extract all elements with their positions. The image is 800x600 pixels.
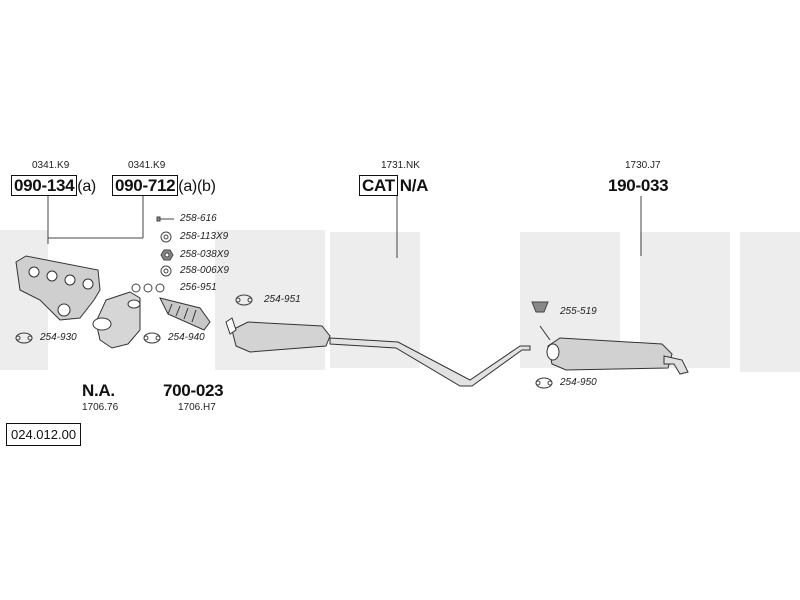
small-part-label: 255-519 — [560, 306, 597, 317]
part-ref-0341k9-b: 0341.K9 — [128, 160, 166, 171]
gasket-icon — [535, 377, 553, 389]
part-number: 090-712 — [112, 175, 179, 196]
washer-icon — [160, 231, 172, 243]
spring-washer-icon — [160, 265, 172, 277]
flex-pipe — [159, 297, 211, 331]
small-part-label: 258-113X9 — [180, 231, 229, 242]
part-090-712[interactable]: 090-712(a)(b) — [112, 175, 216, 196]
clamp-ring-icon — [131, 283, 165, 293]
part-number: 190-033 — [608, 176, 669, 195]
small-part-label: 258-006X9 — [180, 265, 229, 276]
small-part-label: 258-616 — [180, 213, 217, 224]
rear-muffler — [539, 325, 689, 375]
part-na[interactable]: N.A. — [82, 381, 115, 400]
part-190-033[interactable]: 190-033 — [608, 176, 669, 196]
downpipe-elbow — [92, 291, 141, 349]
small-part-label: 254-930 — [40, 332, 77, 343]
part-ref-1731nk: 1731.NK — [381, 160, 420, 171]
part-ref-1706-h7: 1706.H7 — [178, 402, 216, 413]
part-ref-1706-76: 1706.76 — [82, 402, 119, 413]
part-number: 090-134 — [11, 175, 78, 196]
part-suffix: (a)(b) — [178, 178, 216, 195]
part-suffix: (a) — [77, 178, 96, 195]
part-700-023[interactable]: 700-023 — [163, 381, 224, 400]
nut-icon — [160, 249, 174, 261]
gasket-icon — [15, 332, 33, 344]
centre-silencer — [225, 317, 531, 387]
part-090-134[interactable]: 090-134(a) — [11, 175, 96, 196]
gasket-icon — [143, 332, 161, 344]
small-part-label: 254-940 — [168, 332, 205, 343]
part-ref-1730j7: 1730.J7 — [625, 160, 661, 171]
rubber-mount-icon — [531, 301, 549, 313]
part-ref-0341k9-a: 0341.K9 — [32, 160, 70, 171]
part-suffix: N/A — [399, 176, 429, 195]
bolt-icon — [156, 216, 174, 222]
small-part-label: 254-951 — [264, 294, 301, 305]
small-part-label: 254-950 — [560, 377, 597, 388]
gasket-icon — [235, 294, 253, 306]
small-part-label: 258-038X9 — [180, 249, 229, 260]
part-number: CAT — [359, 175, 398, 196]
diagram-code: 024.012.00 — [6, 423, 82, 446]
small-part-label: 256-951 — [180, 282, 217, 293]
exhaust-manifold — [15, 255, 101, 321]
